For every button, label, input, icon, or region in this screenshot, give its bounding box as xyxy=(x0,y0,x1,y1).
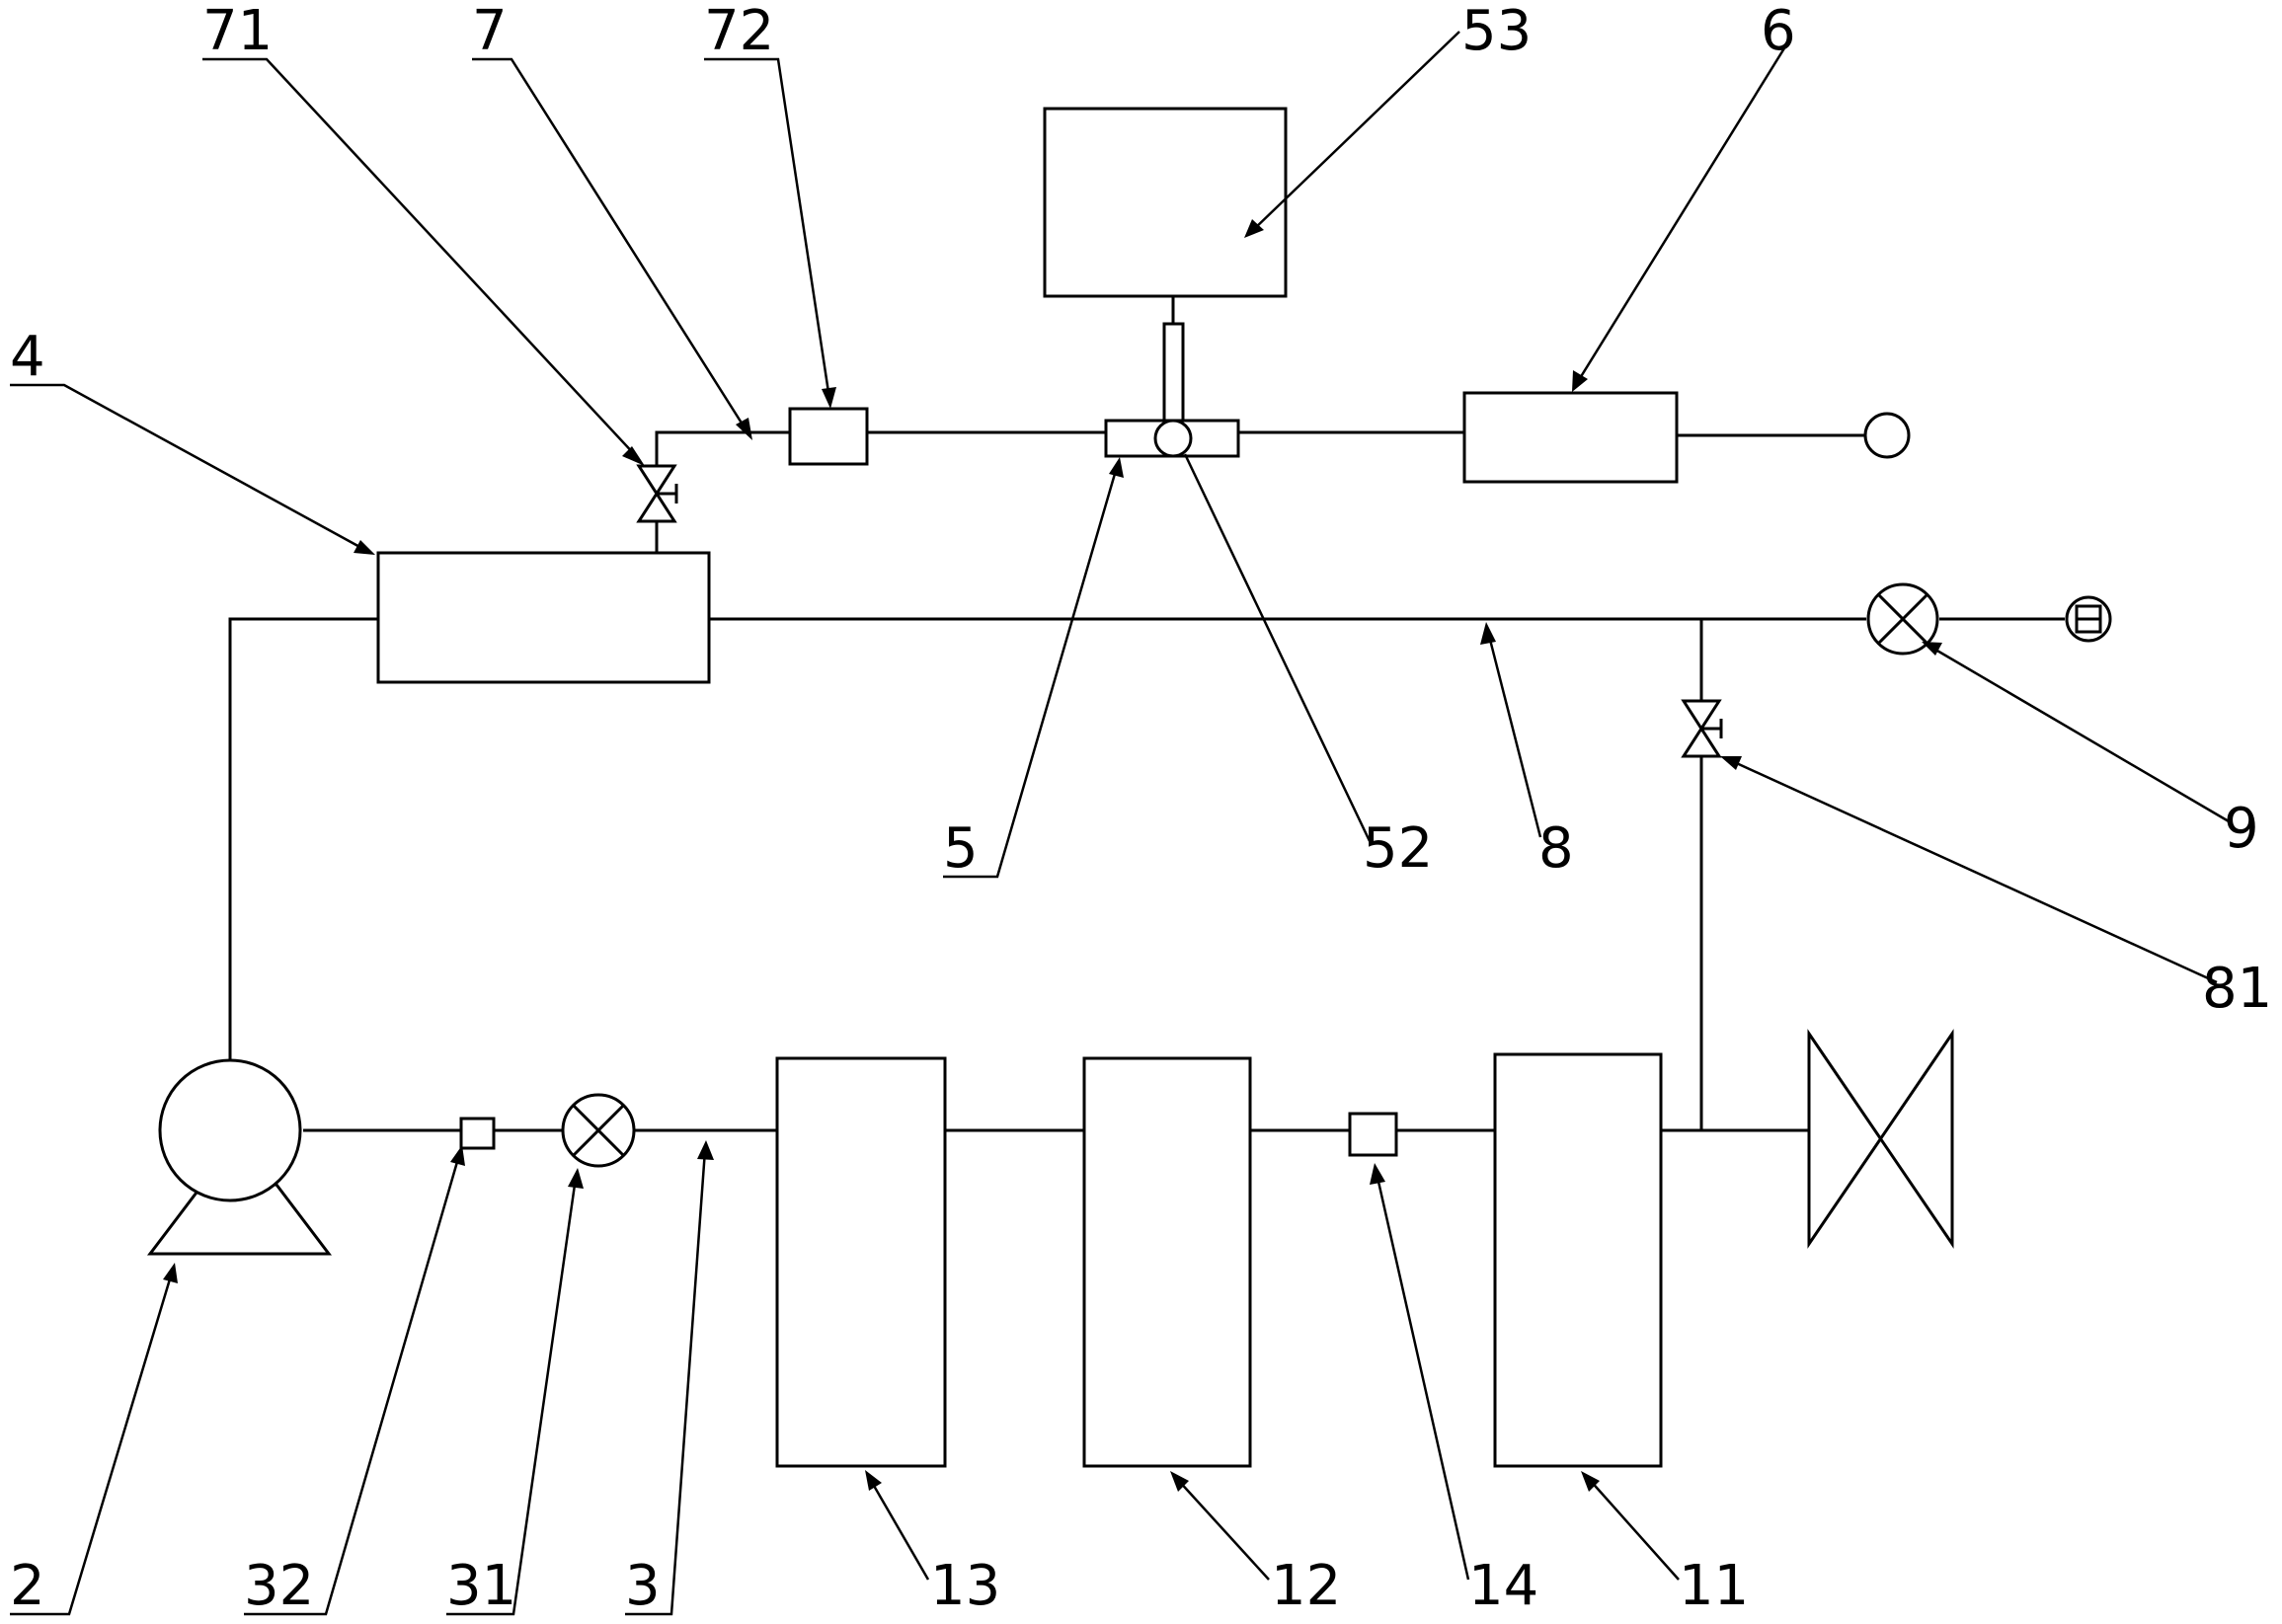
label-53: 53 xyxy=(1461,0,1532,63)
unit-14-box xyxy=(1348,1112,1398,1157)
outlet-circle xyxy=(1863,412,1911,459)
valve-31-icon xyxy=(561,1093,636,1168)
label-7: 7 xyxy=(472,0,508,63)
unit-11-column xyxy=(1493,1052,1663,1468)
label-5: 5 xyxy=(943,816,979,881)
label-32: 32 xyxy=(244,1554,314,1618)
valve-9-icon xyxy=(1866,582,1939,656)
label-72: 72 xyxy=(704,0,774,63)
components xyxy=(146,107,2112,1468)
unit-4-tank xyxy=(376,551,711,684)
pipelines xyxy=(228,430,2065,1132)
end-plug-icon xyxy=(2065,595,2112,643)
unit-52-circle xyxy=(1153,419,1193,458)
label-13: 13 xyxy=(930,1554,1000,1618)
valve-81-icon xyxy=(1681,699,1723,758)
unit-6-box xyxy=(1462,391,1679,484)
stem-52-body xyxy=(1162,322,1185,423)
unit-53-box xyxy=(1043,107,1288,298)
label-52: 52 xyxy=(1363,816,1433,881)
label-11: 11 xyxy=(1679,1554,1749,1618)
label-4: 4 xyxy=(10,325,45,389)
pipe-pump-to-tank xyxy=(228,617,378,1060)
label-9: 9 xyxy=(2224,797,2259,861)
label-8: 8 xyxy=(1538,816,1574,881)
label-81: 81 xyxy=(2202,957,2272,1021)
label-2: 2 xyxy=(10,1554,45,1618)
label-6: 6 xyxy=(1761,0,1796,63)
label-31: 31 xyxy=(446,1554,516,1618)
labels: 71 7 72 53 6 4 5 52 8 9 81 2 32 31 3 13 … xyxy=(10,0,2272,1618)
label-3: 3 xyxy=(625,1554,661,1618)
unit-32-box xyxy=(459,1117,496,1150)
unit-72-box xyxy=(788,407,869,466)
valve-71-icon xyxy=(636,464,678,523)
label-12: 12 xyxy=(1271,1554,1341,1618)
label-71: 71 xyxy=(202,0,273,63)
unit-13-column xyxy=(775,1056,947,1468)
pump-2-icon xyxy=(146,1058,333,1256)
leader-lines xyxy=(10,31,2230,1616)
fan-damper-icon xyxy=(1807,1029,1954,1249)
label-14: 14 xyxy=(1468,1554,1538,1618)
unit-12-column xyxy=(1082,1056,1252,1468)
